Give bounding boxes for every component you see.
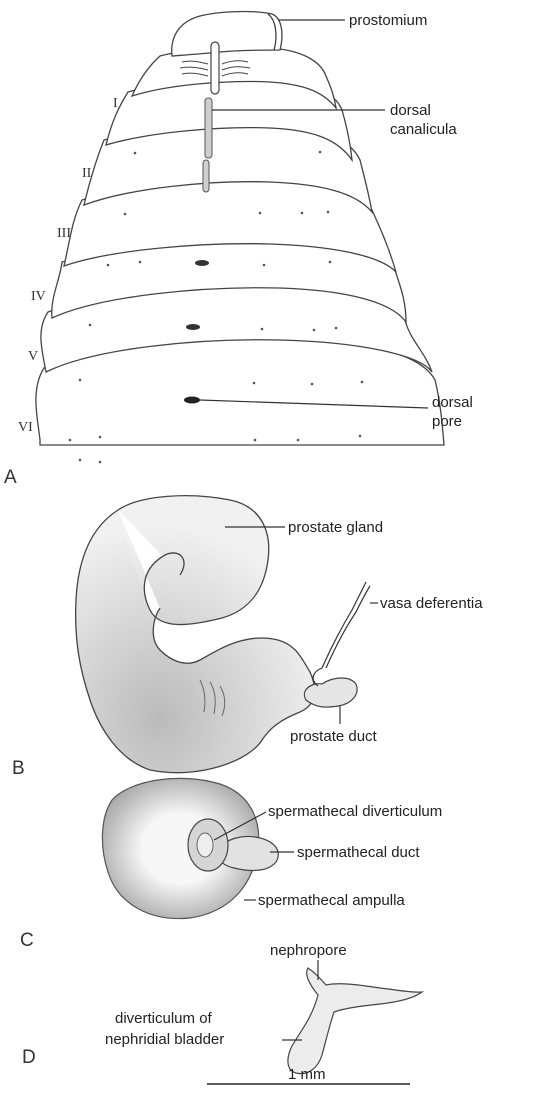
- nephridial-bladder: [288, 968, 422, 1074]
- label-prostate-duct: prostate duct: [290, 728, 378, 745]
- scale-bar: 1 mm: [207, 1066, 410, 1084]
- label-spermathecal-diverticulum: spermathecal diverticulum: [268, 803, 442, 820]
- label-dorsal-canalicula-2: canalicula: [390, 121, 457, 138]
- label-nephropore: nephropore: [270, 942, 347, 959]
- prostate-drawing: prostate gland vasa deferentia prostate …: [12, 490, 483, 790]
- vasa-deferentia-2: [326, 586, 370, 668]
- worm-anterior-drawing: I II III IV V VI prostomium dorsal canal…: [4, 12, 473, 488]
- vasa-deferentia: [322, 582, 366, 668]
- label-spermathecal-duct: spermathecal duct: [297, 844, 420, 861]
- label-diverticulum-1: diverticulum of: [115, 1010, 213, 1027]
- canalicula-groove-1: [211, 42, 219, 94]
- label-dorsal-canalicula-1: dorsal: [390, 102, 431, 119]
- scale-bar-label: 1 mm: [288, 1066, 326, 1083]
- panel-label-c: C: [20, 930, 34, 951]
- nephridial-bladder-drawing: nephropore diverticulum of nephridial bl…: [22, 942, 422, 1074]
- label-dorsal-pore-1: dorsal: [432, 394, 473, 411]
- dorsal-pore-v: [186, 324, 200, 330]
- segment-label-i: I: [113, 96, 118, 111]
- panel-label-a: A: [4, 467, 17, 488]
- dorsal-pore-iv: [195, 260, 209, 266]
- prostomium: [172, 12, 282, 56]
- dorsal-pore-vi: [184, 397, 200, 404]
- panel-label-b: B: [12, 758, 25, 779]
- segment-label-vi: VI: [18, 420, 33, 435]
- spermatheca-drawing: spermathecal diverticulum spermathecal d…: [20, 778, 442, 951]
- panel-label-d: D: [22, 1047, 36, 1068]
- canalicula-groove-2: [205, 98, 212, 158]
- label-spermathecal-ampulla: spermathecal ampulla: [258, 892, 405, 909]
- label-diverticulum-2: nephridial bladder: [105, 1031, 224, 1048]
- segment-label-ii: II: [82, 166, 92, 181]
- segment-label-iv: IV: [31, 289, 46, 304]
- label-prostomium: prostomium: [349, 12, 427, 29]
- canalicula-groove-3: [203, 160, 209, 192]
- label-dorsal-pore-2: pore: [432, 413, 462, 430]
- segment-label-v: V: [28, 349, 38, 364]
- label-vasa-deferentia: vasa deferentia: [380, 595, 483, 612]
- label-prostate-gland: prostate gland: [288, 519, 383, 536]
- segment-label-iii: III: [57, 226, 71, 241]
- diverticulum-lumen: [197, 833, 213, 857]
